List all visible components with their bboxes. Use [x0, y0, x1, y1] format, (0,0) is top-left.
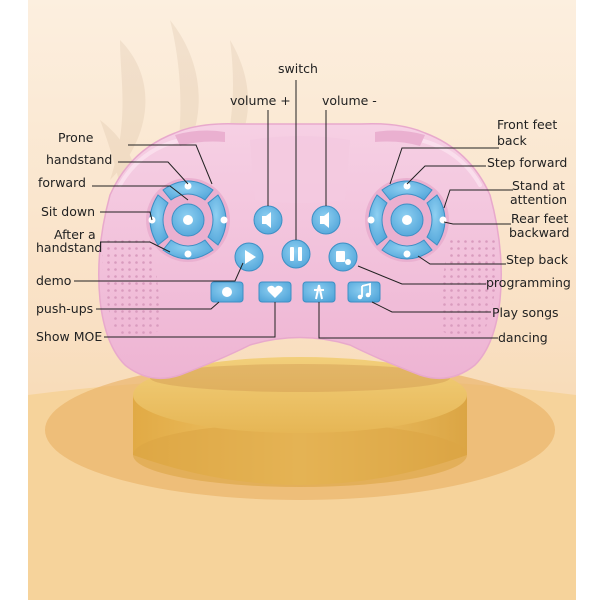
switch-button[interactable] — [281, 239, 311, 269]
volume-down-icon — [320, 212, 329, 228]
label-demo: demo — [36, 273, 72, 288]
dancer-icon — [314, 284, 324, 300]
right-dpad-left[interactable] — [368, 194, 388, 246]
label-programming: programming — [486, 275, 571, 290]
volume-up-icon — [262, 212, 271, 228]
speaker-grille-left — [102, 236, 160, 338]
pause-icon — [290, 247, 302, 261]
right-dpad-down[interactable] — [381, 239, 433, 260]
label-step-forward: Step forward — [487, 155, 568, 170]
label-handstand: handstand — [46, 152, 113, 167]
label-front-feet-line2: back — [497, 133, 527, 148]
left-dpad-right[interactable] — [207, 194, 227, 246]
program-icon — [336, 251, 351, 265]
label-after-a-line1: After a — [54, 227, 96, 242]
label-after-a-line2: handstand — [36, 240, 103, 255]
left-dpad — [146, 178, 230, 262]
play-songs-button[interactable] — [347, 281, 381, 303]
play-icon — [245, 250, 256, 264]
right-dpad — [365, 178, 449, 262]
label-step-back: Step back — [506, 252, 569, 267]
left-dpad-up[interactable] — [162, 180, 214, 201]
label-stand-at-line1: Stand at — [512, 178, 565, 193]
label-forward: forward — [38, 175, 86, 190]
left-dpad-left[interactable] — [149, 194, 169, 246]
label-volume-minus: volume - — [322, 93, 377, 108]
programming-button[interactable] — [328, 242, 358, 272]
label-switch: switch — [278, 61, 318, 76]
music-note-icon — [361, 282, 371, 297]
dog-icon — [148, 182, 228, 258]
demo-play-button[interactable] — [234, 242, 264, 272]
label-rear-feet-line2: backward — [509, 225, 570, 240]
show-moe-button[interactable] — [258, 281, 292, 303]
label-show-moe: Show MOE — [36, 329, 103, 344]
right-dpad-up[interactable] — [381, 180, 433, 201]
label-dancing: dancing — [498, 330, 548, 345]
label-volume-plus: volume + — [230, 93, 291, 108]
leader-lines — [74, 80, 513, 339]
volume-plus-button[interactable] — [253, 205, 283, 235]
label-rear-feet-line1: Rear feet — [511, 211, 569, 226]
pedestal-top — [133, 357, 467, 433]
label-front-feet-line1: Front feet — [497, 117, 558, 132]
push-ups-button[interactable] — [210, 281, 244, 303]
right-dpad-right[interactable] — [426, 194, 446, 246]
label-sit-down: Sit down — [41, 204, 96, 219]
volume-minus-button[interactable] — [311, 205, 341, 235]
dog-icon — [222, 287, 232, 297]
dancing-button[interactable] — [302, 281, 336, 303]
label-stand-at-line2: attention — [510, 192, 568, 207]
label-push-ups: push-ups — [36, 301, 94, 316]
heart-icon — [267, 285, 283, 298]
label-play-songs: Play songs — [492, 305, 559, 320]
label-prone: Prone — [58, 130, 94, 145]
left-dpad-down[interactable] — [162, 239, 214, 260]
